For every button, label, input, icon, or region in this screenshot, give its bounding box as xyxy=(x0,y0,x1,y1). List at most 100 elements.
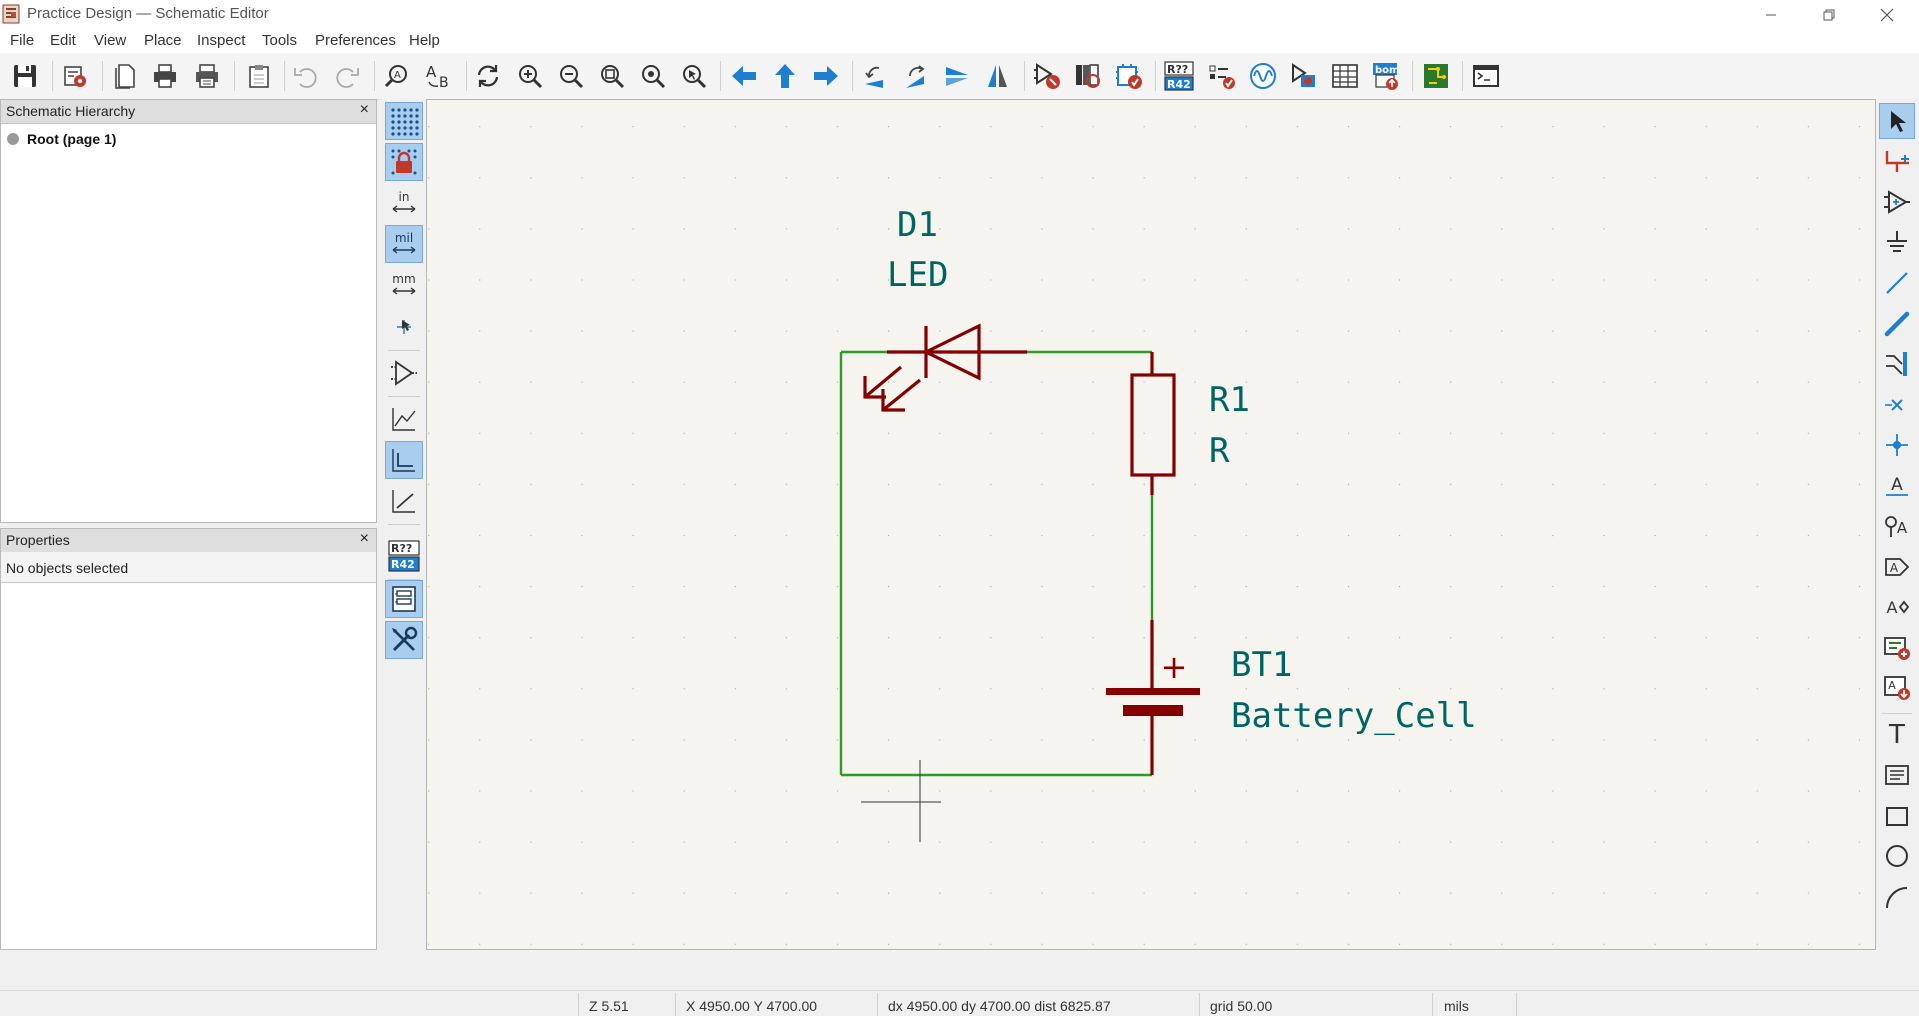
r1-reference-label[interactable]: R1 xyxy=(1209,380,1250,420)
units-mm-button[interactable]: mm xyxy=(385,266,423,304)
import-sheet-pin-button[interactable]: A xyxy=(1879,670,1915,706)
simulator-button[interactable] xyxy=(1246,58,1280,94)
bt1-value-label[interactable]: Battery_Cell xyxy=(1231,696,1477,736)
scripting-console-button[interactable] xyxy=(1469,58,1503,94)
grid-lock-button[interactable] xyxy=(385,143,423,181)
add-arc-button[interactable] xyxy=(1879,879,1915,915)
symbol-editor-button[interactable] xyxy=(1030,58,1064,94)
menu-edit[interactable]: Edit xyxy=(50,32,76,49)
cursor-crosshair-icon xyxy=(861,760,941,842)
units-inches-button[interactable]: in xyxy=(385,184,423,222)
toggle-grid-button[interactable] xyxy=(385,102,423,140)
print-icon xyxy=(154,64,176,88)
menu-place[interactable]: Place xyxy=(144,32,182,49)
navigate-forward-button[interactable] xyxy=(809,58,843,94)
rotate-cw-button[interactable] xyxy=(899,58,933,94)
close-button[interactable] xyxy=(1858,0,1916,29)
schematic-canvas[interactable]: + D1 LED R1 R BT1 Battery_Cell xyxy=(426,99,1876,950)
add-symbol-button[interactable] xyxy=(1879,184,1915,220)
add-sheet-button[interactable] xyxy=(1879,630,1915,666)
properties-panel-toggle[interactable] xyxy=(385,621,423,659)
assign-footprints-button[interactable] xyxy=(1287,58,1321,94)
resistor-symbol-r1[interactable] xyxy=(1130,352,1176,495)
highlight-net-button[interactable] xyxy=(1879,143,1915,179)
sheet-pin-a-glyph: A xyxy=(1888,679,1896,692)
schematic-setup-button[interactable] xyxy=(58,58,92,94)
line-mode-free-button[interactable] xyxy=(385,400,423,438)
save-button[interactable] xyxy=(8,58,42,94)
save-icon xyxy=(14,65,36,87)
add-junction-button[interactable] xyxy=(1879,427,1915,463)
symbol-editor-icon xyxy=(1034,63,1060,89)
undo-button[interactable] xyxy=(288,58,322,94)
line-mode-45-button[interactable] xyxy=(385,482,423,520)
zoom-selection-button[interactable] xyxy=(677,58,711,94)
select-tool-button[interactable] xyxy=(1879,103,1915,139)
text-t-glyph: T xyxy=(1888,720,1905,748)
d1-value-label[interactable]: LED xyxy=(887,255,948,295)
mirror-vertical-icon xyxy=(946,67,968,86)
minimize-button[interactable] xyxy=(1742,0,1800,29)
redo-button[interactable] xyxy=(331,58,365,94)
restore-button[interactable] xyxy=(1800,0,1858,29)
bt1-reference-label[interactable]: BT1 xyxy=(1231,645,1292,685)
hierarchy-panel-close-icon[interactable]: × xyxy=(359,101,369,118)
hierarchy-root-item[interactable]: Root (page 1) xyxy=(7,131,116,147)
battery-symbol-bt1[interactable]: + xyxy=(1106,620,1200,775)
zoom-out-button[interactable] xyxy=(554,58,588,94)
add-rectangle-button[interactable] xyxy=(1879,798,1915,834)
add-text-button[interactable]: T xyxy=(1879,716,1915,752)
zoom-objects-button[interactable] xyxy=(636,58,670,94)
open-pcb-editor-button[interactable] xyxy=(1419,58,1453,94)
find-button[interactable]: A xyxy=(380,58,414,94)
add-no-connect-button[interactable] xyxy=(1879,387,1915,423)
menu-view[interactable]: View xyxy=(94,32,127,49)
annotate-button[interactable]: R?? R42 xyxy=(1162,58,1196,94)
add-power-button[interactable] xyxy=(1879,225,1915,261)
show-hidden-pins-button[interactable] xyxy=(385,354,423,392)
rotate-ccw-button[interactable] xyxy=(858,58,892,94)
print-button[interactable] xyxy=(148,58,182,94)
zoom-in-button[interactable] xyxy=(513,58,547,94)
d1-reference-label[interactable]: D1 xyxy=(897,205,938,245)
net-class-flag-icon: A xyxy=(1885,516,1908,537)
navigate-up-button[interactable] xyxy=(768,58,802,94)
hierarchy-navigator-toggle[interactable] xyxy=(385,580,423,618)
add-bus-entry-button[interactable] xyxy=(1879,346,1915,382)
add-net-class-button[interactable]: A xyxy=(1879,508,1915,544)
add-circle-button[interactable] xyxy=(1879,838,1915,874)
r1-value-label[interactable]: R xyxy=(1209,431,1230,471)
menu-inspect[interactable]: Inspect xyxy=(197,32,246,49)
generate-bom-button[interactable]: bom xyxy=(1369,58,1403,94)
edit-fields-button[interactable] xyxy=(1328,58,1362,94)
line-mode-90-button[interactable] xyxy=(385,441,423,479)
add-global-label-button[interactable]: A xyxy=(1879,549,1915,585)
zoom-fit-button[interactable] xyxy=(595,58,629,94)
add-label-button[interactable]: A xyxy=(1879,468,1915,504)
menu-preferences[interactable]: Preferences xyxy=(315,32,396,49)
erc-button[interactable] xyxy=(1205,58,1239,94)
sheet-bullet-icon xyxy=(7,133,19,145)
menu-file[interactable]: File xyxy=(10,32,35,49)
add-bus-button[interactable] xyxy=(1879,306,1915,342)
update-pcb-button[interactable] xyxy=(1112,58,1146,94)
add-hierarchical-label-button[interactable]: A xyxy=(1879,589,1915,625)
add-wire-button[interactable] xyxy=(1879,265,1915,301)
page-settings-button[interactable] xyxy=(108,58,142,94)
paste-button[interactable] xyxy=(242,58,276,94)
mirror-vertical-button[interactable] xyxy=(940,58,974,94)
led-symbol-d1[interactable] xyxy=(863,323,1027,412)
plot-button[interactable] xyxy=(190,58,224,94)
mirror-horizontal-button[interactable] xyxy=(981,58,1015,94)
menu-tools[interactable]: Tools xyxy=(262,32,298,49)
symbol-browser-button[interactable] xyxy=(1071,58,1105,94)
cursor-shape-button[interactable] xyxy=(385,308,423,346)
add-textbox-button[interactable] xyxy=(1879,757,1915,793)
units-mils-button[interactable]: mil xyxy=(385,225,423,263)
annotation-highlight-button[interactable]: R?? R42 xyxy=(385,537,423,575)
properties-panel-close-icon[interactable]: × xyxy=(359,530,369,547)
leave-sheet-button[interactable] xyxy=(727,58,761,94)
menu-help[interactable]: Help xyxy=(409,32,440,49)
refresh-button[interactable] xyxy=(471,58,505,94)
